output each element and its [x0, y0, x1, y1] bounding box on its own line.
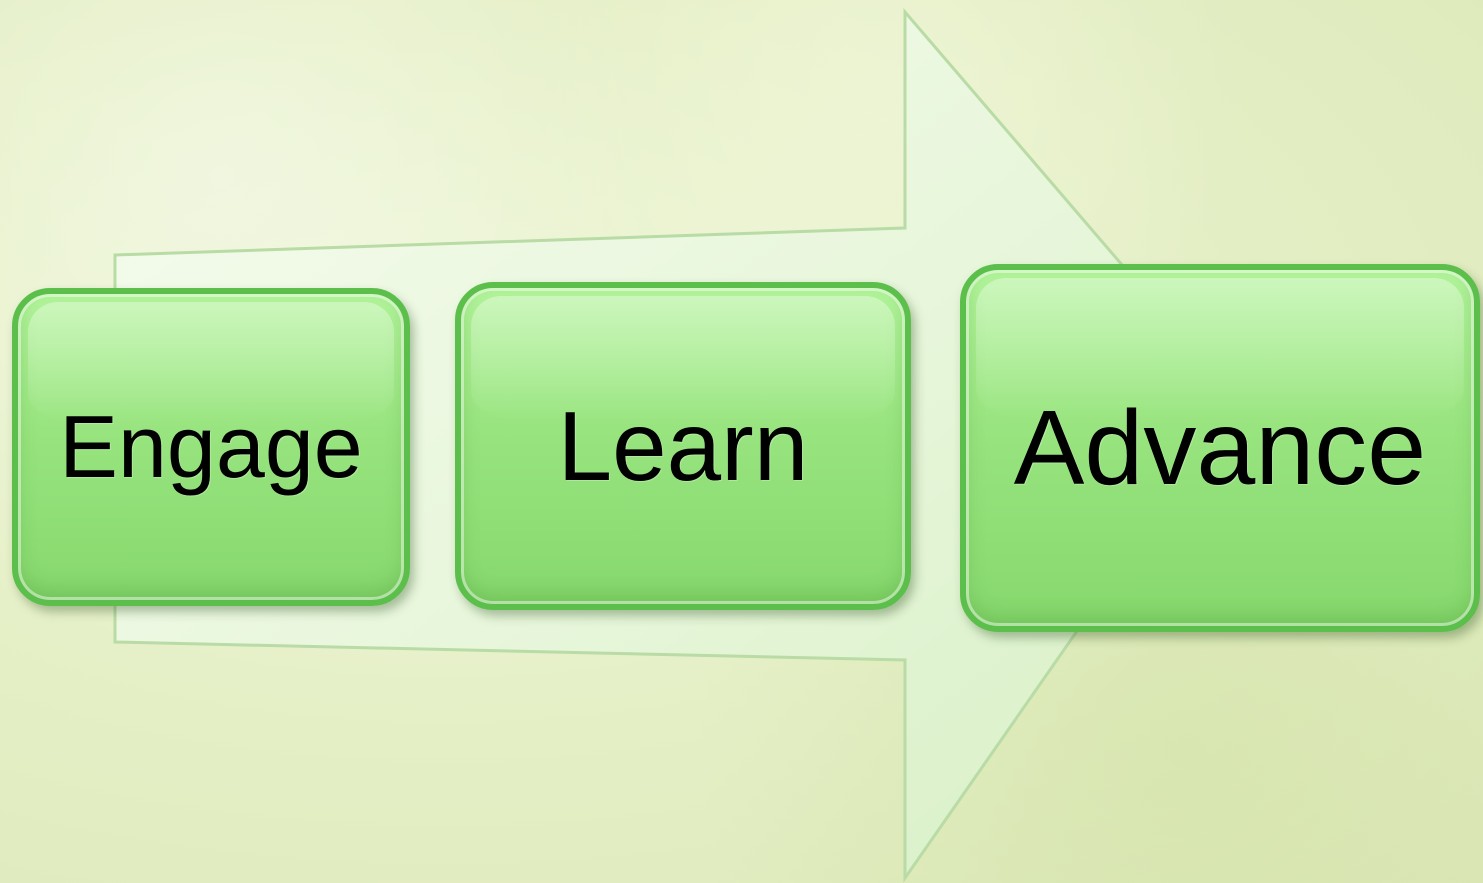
- step-box-learn: Learn: [455, 282, 911, 610]
- step-label-engage: Engage: [59, 397, 363, 496]
- step-label-advance: Advance: [1013, 388, 1427, 507]
- step-box-engage: Engage: [12, 288, 410, 606]
- step-box-advance: Advance: [960, 264, 1480, 632]
- step-label-learn: Learn: [557, 390, 809, 501]
